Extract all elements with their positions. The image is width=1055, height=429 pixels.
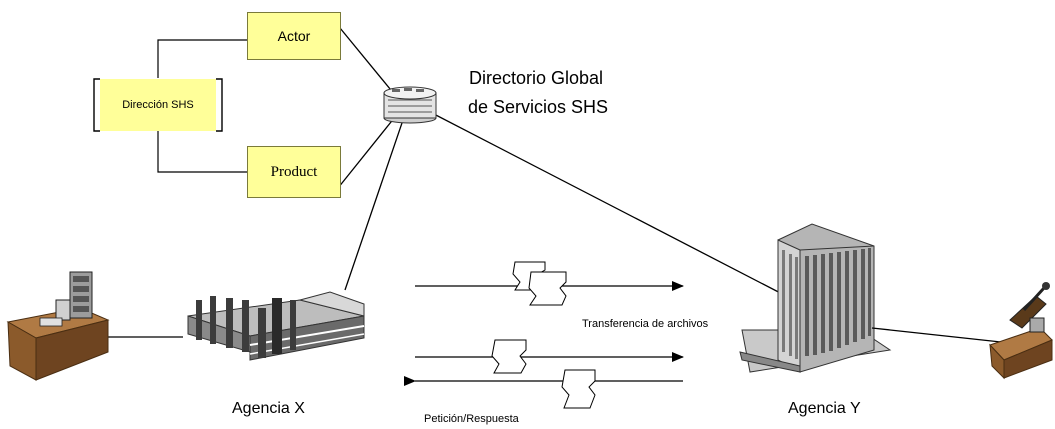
- document-stack-icon: [512, 261, 567, 306]
- document-stack-icon-2: [491, 339, 527, 374]
- actor-label: Actor: [277, 28, 311, 44]
- file-transfer-label: Transferencia de archivos: [582, 318, 709, 330]
- address-label: Dirección SHS: [122, 99, 194, 111]
- desk-machine-icon: [989, 282, 1053, 380]
- address-box: Dirección SHS: [100, 79, 216, 131]
- address-bracket: [93, 78, 223, 132]
- desk-workstation-icon: [6, 271, 110, 381]
- network-hub-icon: [383, 86, 437, 124]
- directory-links: [337, 27, 791, 299]
- workstation-link-right: [871, 327, 1011, 344]
- low-building-icon: [187, 291, 365, 361]
- directory-title-line2: de Servicios SHS: [468, 97, 609, 117]
- product-label: Product: [270, 163, 318, 180]
- document-stack-icon-3: [561, 369, 596, 409]
- request-response-label: Petición/Respuesta: [424, 413, 519, 425]
- product-box: Product: [247, 146, 341, 198]
- directory-title-line1: Directorio Global: [469, 68, 604, 88]
- tower-building-icon: [739, 223, 892, 373]
- agency-x-label: Agencia X: [232, 400, 305, 417]
- actor-box: Actor: [247, 12, 341, 60]
- address-tree-connectors: [157, 39, 247, 173]
- agency-y-label: Agencia Y: [788, 400, 861, 417]
